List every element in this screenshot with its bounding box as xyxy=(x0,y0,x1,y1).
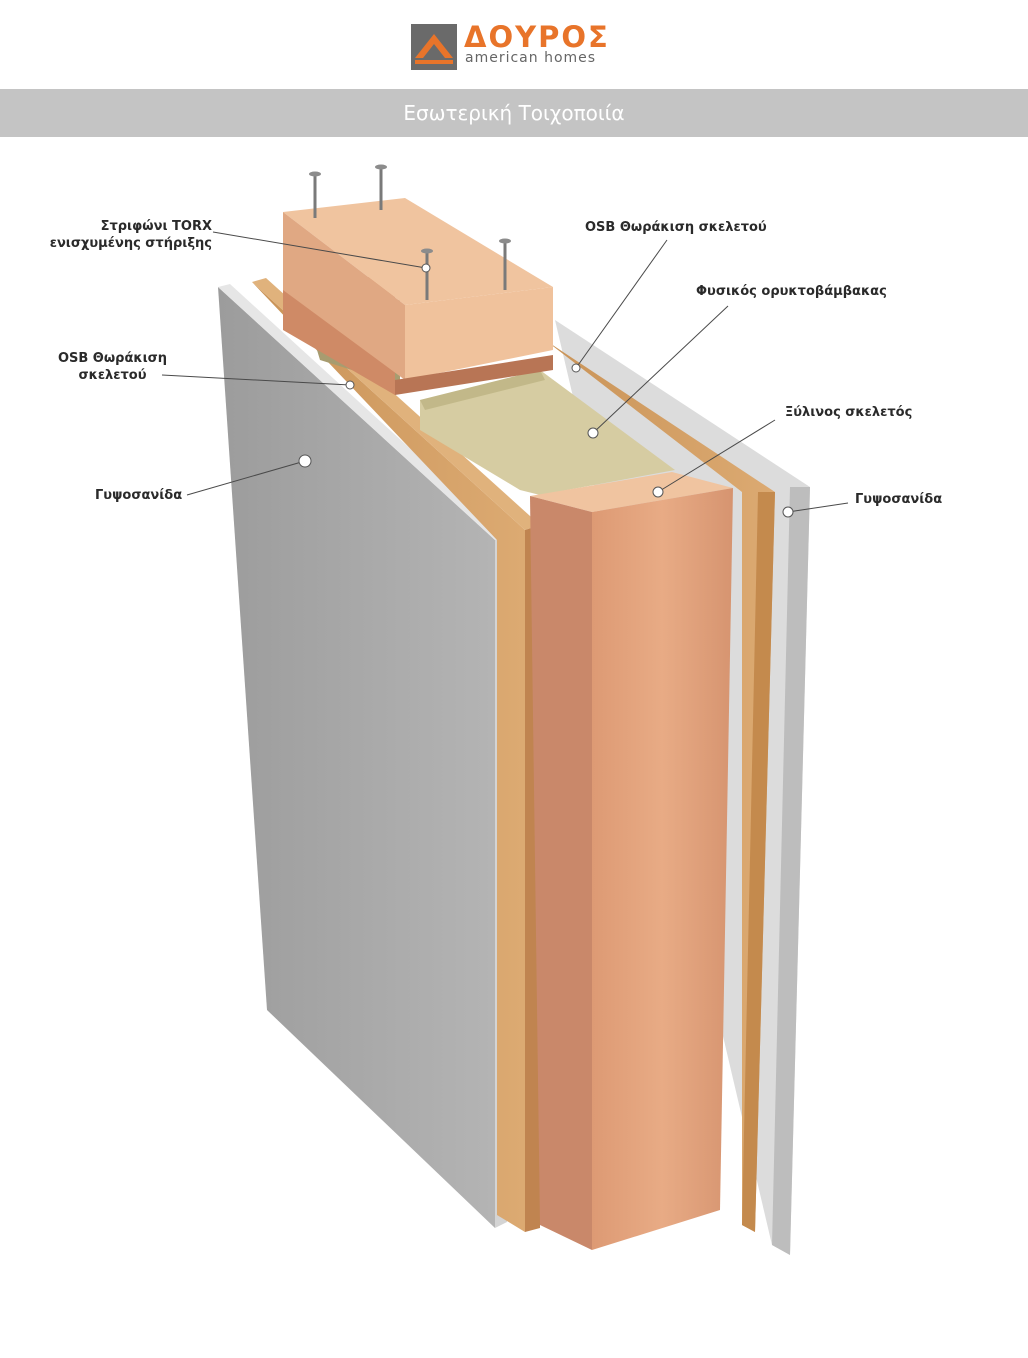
leader-osb-right xyxy=(575,239,668,369)
leader-wood-frame xyxy=(657,419,776,493)
leader-screw xyxy=(212,231,427,269)
label-gypsum-right: Γυψοσανίδα xyxy=(855,492,943,507)
screw-icon xyxy=(421,248,433,300)
house-logo-icon xyxy=(411,24,457,70)
leader-lines xyxy=(161,231,849,513)
label-torx-screw-line1: Στριφώνι TORX xyxy=(100,219,212,234)
label-osb-left-line1: OSB Θωράκιση xyxy=(57,351,168,366)
page-title: Εσωτερική Τοιχοποιία xyxy=(403,101,625,125)
label-osb-right: OSB Θωράκιση σκελετού xyxy=(585,220,767,235)
title-bar: Εσωτερική Τοιχοποιία xyxy=(0,89,1028,137)
dot-mineral-wool xyxy=(587,427,599,439)
label-gypsum-left: Γυψοσανίδα xyxy=(95,488,183,503)
leader-gypsum-right xyxy=(787,502,849,513)
dot-screw xyxy=(421,263,431,273)
brand-logo: ΔΟΥΡΟΣ american homes xyxy=(411,20,621,70)
label-torx-screw-line2: ενισχυμένης στήριξης xyxy=(49,236,212,251)
brand-subtitle: american homes xyxy=(465,50,597,66)
label-wood-frame: Ξύλινος σκελετός xyxy=(785,405,913,420)
vertical-wood-stud xyxy=(530,472,733,1250)
callout-dots xyxy=(298,263,794,518)
leader-osb-left xyxy=(161,374,351,386)
label-osb-left: OSB Θωράκιση σκελετού xyxy=(40,350,185,384)
label-osb-left-line2: σκελετού xyxy=(78,368,147,383)
screw-icon xyxy=(309,171,321,218)
dot-osb-right xyxy=(571,363,581,373)
screw-icon xyxy=(499,238,511,290)
dot-wood-frame xyxy=(652,486,664,498)
label-torx-screw: Στριφώνι TORX ενισχυμένης στήριξης xyxy=(40,218,212,252)
top-wood-beam xyxy=(283,198,553,395)
leader-gypsum-left xyxy=(186,460,306,496)
dot-osb-left xyxy=(345,380,355,390)
leader-mineral-wool xyxy=(592,305,729,434)
label-mineral-wool: Φυσικός ορυκτοβάμβακας xyxy=(696,284,887,299)
dot-gypsum-left xyxy=(298,454,312,468)
torx-screws xyxy=(309,164,511,300)
wall-cross-section-diagram xyxy=(161,164,849,1255)
osb-board-back xyxy=(545,340,775,1232)
dot-gypsum-right xyxy=(782,506,794,518)
screw-icon xyxy=(375,164,387,210)
brand-name: ΔΟΥΡΟΣ xyxy=(464,20,610,54)
